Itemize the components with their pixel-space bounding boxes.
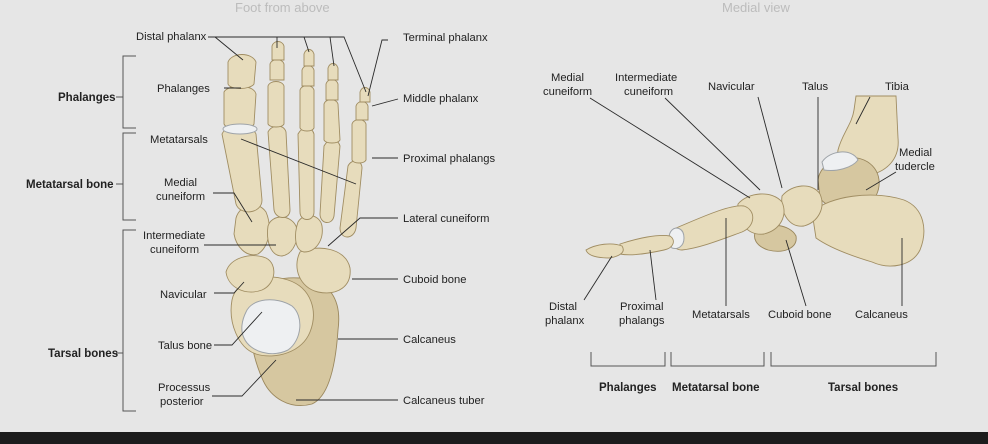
label-distal-phalanx-top: Distal phalanx bbox=[136, 31, 207, 43]
navicular-bone-side bbox=[781, 185, 823, 227]
label-proximal-phalangs-side-1: Proximal bbox=[620, 301, 664, 313]
toe5-proximal-phalanx bbox=[351, 119, 367, 164]
label-calcaneus-side: Calcaneus bbox=[855, 309, 908, 321]
label-lateral-cuneiform: Lateral cuneiform bbox=[403, 213, 489, 225]
label-cuboid-bone-side: Cuboid bone bbox=[768, 309, 831, 321]
group-tarsal-bones-top: Tarsal bones bbox=[48, 348, 118, 360]
label-processus-posterior-2: posterior bbox=[160, 396, 204, 408]
toe4-distal-phalanx bbox=[327, 63, 339, 81]
label-metatarsals-top: Metatarsals bbox=[150, 134, 208, 146]
group-phalanges-side: Phalanges bbox=[599, 382, 657, 394]
talus-cartilage bbox=[241, 299, 301, 354]
label-medial-cuneiform-side-2: cuneiform bbox=[543, 86, 592, 98]
navicular-bone bbox=[225, 255, 275, 293]
medial-cuneiform-bone bbox=[233, 204, 270, 256]
label-middle-phalanx: Middle phalanx bbox=[403, 93, 479, 105]
label-navicular-side: Navicular bbox=[708, 81, 755, 93]
label-proximal-phalangs-top: Proximal phalangs bbox=[403, 153, 495, 165]
distal-phalanx-side bbox=[585, 243, 624, 259]
label-medial-cuneiform-top-2: cuneiform bbox=[156, 191, 205, 203]
proximal-phalanx-side bbox=[619, 235, 674, 256]
label-talus-bone-top: Talus bone bbox=[158, 340, 212, 352]
bracket-phalanges-top bbox=[116, 55, 136, 129]
label-terminal-phalanx: Terminal phalanx bbox=[403, 32, 488, 44]
label-medial-tudercle-2: tudercle bbox=[895, 161, 935, 173]
toe1-proximal-phalanx bbox=[223, 85, 257, 131]
label-navicular-top: Navicular bbox=[160, 289, 207, 301]
label-phalanges-top: Phalanges bbox=[157, 83, 210, 95]
label-medial-cuneiform-side-1: Medial bbox=[551, 72, 584, 84]
group-phalanges-top: Phalanges bbox=[58, 92, 116, 104]
label-intermediate-cuneiform-top-2: cuneiform bbox=[150, 244, 199, 256]
bracket-metatarsal-top bbox=[116, 132, 136, 221]
metatarsal-3 bbox=[297, 127, 315, 220]
label-processus-posterior-1: Processus bbox=[158, 382, 211, 394]
label-calcaneus-top: Calcaneus bbox=[403, 334, 456, 346]
label-medial-tudercle-1: Medial bbox=[899, 147, 932, 159]
bottom-dark-band bbox=[0, 432, 988, 444]
toe5-distal-phalanx bbox=[359, 87, 371, 103]
label-intermediate-cuneiform-top-1: Intermediate bbox=[143, 230, 205, 242]
label-distal-phalanx-side-1: Distal bbox=[549, 301, 577, 313]
group-tarsal-bones-side: Tarsal bones bbox=[828, 382, 898, 394]
toe5-middle-phalanx bbox=[355, 101, 369, 121]
toe2-distal-phalanx bbox=[271, 41, 285, 61]
group-metatarsal-bone-side: Metatarsal bone bbox=[672, 382, 760, 394]
bracket-tarsal-top bbox=[116, 229, 136, 412]
top-view-leader-lines bbox=[204, 36, 399, 401]
group-metatarsal-bone-top: Metatarsal bone bbox=[26, 179, 114, 191]
top-view-title: Foot from above bbox=[235, 0, 330, 15]
toe4-proximal-phalanx bbox=[323, 99, 341, 144]
label-intermediate-cuneiform-side-2: cuneiform bbox=[624, 86, 673, 98]
toe2-middle-phalanx bbox=[269, 59, 285, 81]
toe4-middle-phalanx bbox=[325, 79, 339, 101]
toe1-joint-cartilage bbox=[222, 123, 258, 135]
label-intermediate-cuneiform-side-1: Intermediate bbox=[615, 72, 677, 84]
foot-top-view-illustration bbox=[221, 41, 371, 406]
bracket-tarsal-side bbox=[770, 352, 937, 367]
bracket-phalanges-side bbox=[590, 352, 666, 367]
toe3-proximal-phalanx bbox=[299, 85, 315, 132]
side-view-title: Medial view bbox=[722, 0, 791, 15]
talus-cartilage-side bbox=[821, 151, 859, 171]
bracket-metatarsal-side bbox=[670, 352, 765, 367]
label-calcaneus-tuber: Calcaneus tuber bbox=[403, 395, 485, 407]
cuboid-bone bbox=[296, 247, 351, 294]
label-medial-cuneiform-top-1: Medial bbox=[164, 177, 197, 189]
label-talus-side: Talus bbox=[802, 81, 829, 93]
label-proximal-phalangs-side-2: phalangs bbox=[619, 315, 665, 327]
side-view-leader-lines bbox=[583, 96, 903, 307]
label-metatarsals-side: Metatarsals bbox=[692, 309, 750, 321]
label-cuboid-bone-top: Cuboid bone bbox=[403, 274, 466, 286]
toe1-distal-phalanx bbox=[227, 54, 257, 89]
foot-medial-view-illustration bbox=[585, 95, 925, 267]
toe3-distal-phalanx bbox=[303, 49, 315, 67]
toe3-middle-phalanx bbox=[301, 65, 315, 87]
calcaneus-bone-side bbox=[811, 194, 925, 267]
label-tibia-side: Tibia bbox=[885, 81, 910, 93]
toe2-proximal-phalanx bbox=[267, 81, 285, 128]
label-distal-phalanx-side-2: phalanx bbox=[545, 315, 585, 327]
